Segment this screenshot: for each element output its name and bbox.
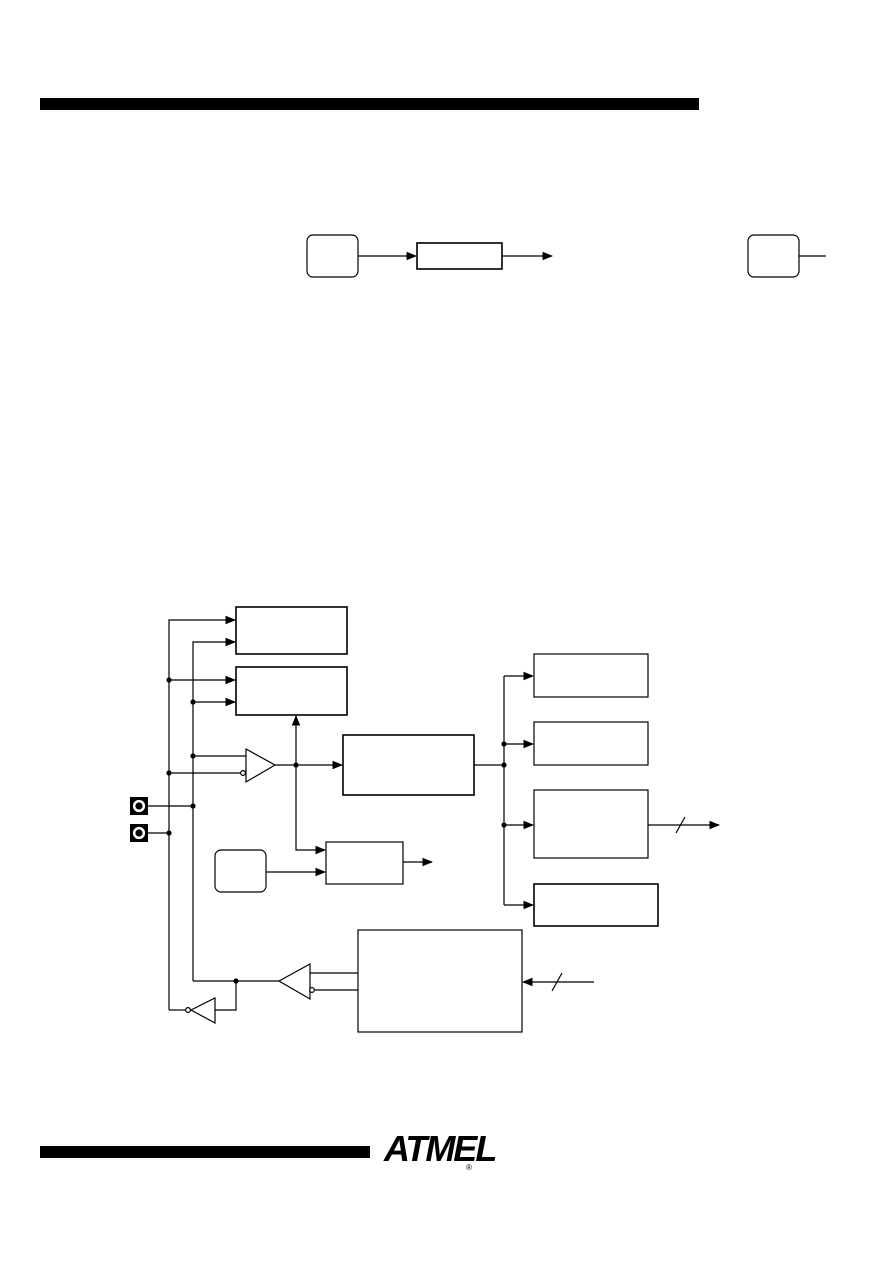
oscillator-block-top — [306, 234, 359, 278]
invert-bubble — [240, 769, 247, 776]
bus-slash — [551, 972, 563, 992]
prescaler-block-top — [416, 242, 503, 270]
register-block-1 — [235, 606, 348, 655]
comparator — [245, 747, 277, 784]
atmel-logo: ATMEL — [384, 1128, 497, 1169]
clock-source-block-right — [747, 234, 800, 278]
bus-slash — [675, 816, 686, 834]
output-block-4 — [533, 883, 659, 927]
counter-block — [342, 734, 475, 796]
output-block-2 — [533, 721, 649, 766]
wire — [192, 637, 237, 981]
wire — [215, 981, 237, 1011]
wire — [168, 615, 237, 1010]
junction-dots — [166, 677, 507, 984]
pin-2 — [130, 824, 148, 842]
wire — [295, 765, 327, 855]
output-block-1 — [533, 653, 649, 698]
invert-bubble — [309, 986, 316, 993]
output-block-3 — [533, 789, 649, 859]
header-rule — [40, 98, 699, 110]
registered-mark: ® — [466, 1163, 472, 1172]
register-block-2 — [235, 666, 348, 716]
output-buffer — [277, 962, 311, 1001]
control-block — [357, 929, 523, 1033]
footer-rule — [40, 1146, 370, 1158]
invert-bubble — [185, 1006, 192, 1013]
pin-1 — [130, 797, 148, 815]
inverter — [189, 997, 216, 1025]
oscillator-block — [214, 849, 267, 893]
timer-block — [325, 841, 404, 885]
